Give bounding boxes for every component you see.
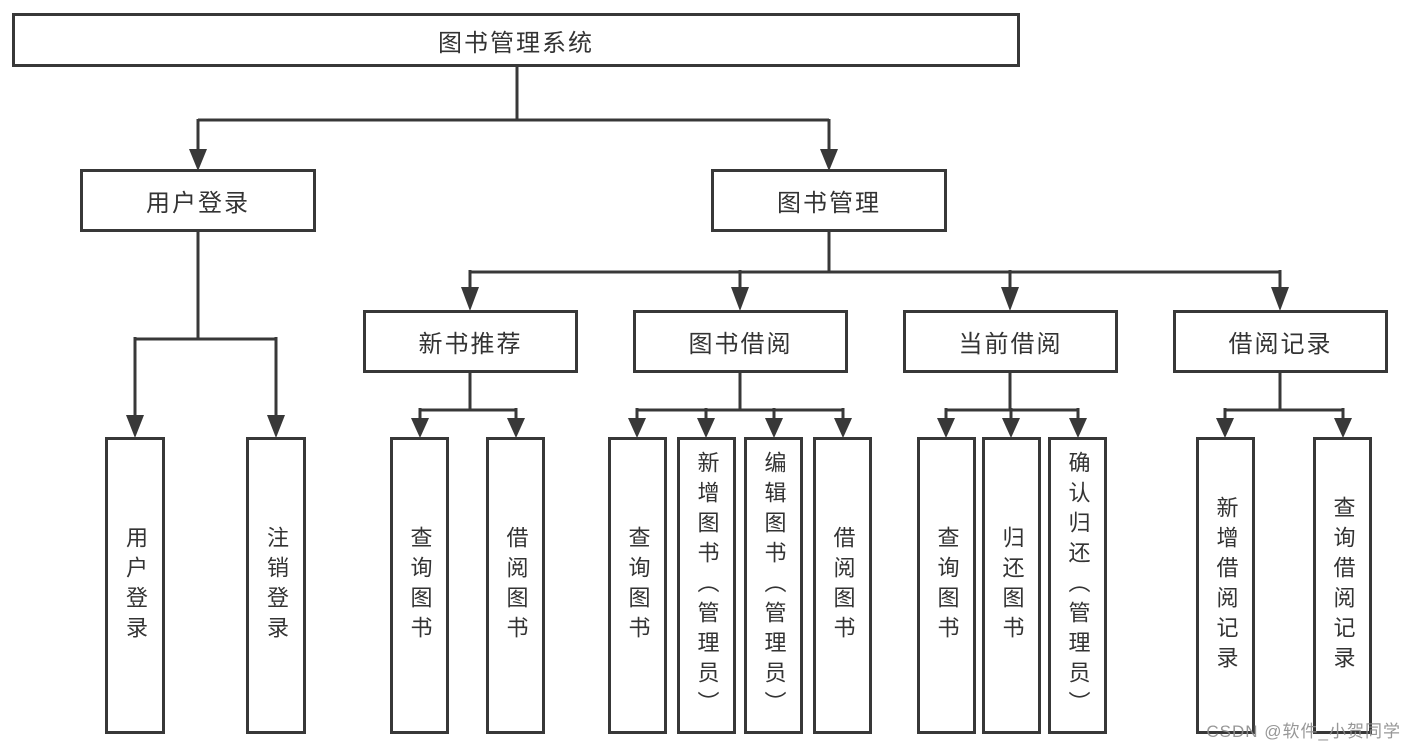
node-label: 编辑图书（管理员） [761, 450, 787, 721]
node-book-management: 图书管理 [711, 169, 947, 232]
node-label: 查询图书 [625, 525, 651, 646]
node-current-borrowing: 当前借阅 [903, 310, 1118, 373]
node-book-borrowing: 图书借阅 [633, 310, 848, 373]
watermark: CSDN @软件_小贺同学 [1206, 722, 1401, 741]
node-label: 查询图书 [407, 525, 433, 646]
node-label: 图书借阅 [688, 331, 793, 358]
node-label: 图书管理 [777, 190, 881, 217]
node-leaf-borrow-books-2: 借阅图书 [813, 437, 872, 734]
node-label: 借阅图书 [503, 525, 529, 646]
node-label: 用户登录 [123, 525, 148, 646]
node-leaf-user-login: 用户登录 [105, 437, 165, 734]
node-label: 查询图书 [934, 525, 960, 646]
node-label: 确认归还（管理员） [1065, 450, 1091, 721]
node-leaf-borrow-books-1: 借阅图书 [486, 437, 545, 734]
node-label: 查询借阅记录 [1330, 495, 1356, 676]
node-label: 新增图书（管理员） [694, 450, 720, 721]
node-library-management-system: 图书管理系统 [12, 13, 1020, 67]
node-leaf-query-borrow-record: 查询借阅记录 [1313, 437, 1372, 734]
node-user-login: 用户登录 [80, 169, 316, 232]
node-leaf-add-books-admin: 新增图书（管理员） [677, 437, 736, 734]
node-label: 注销登录 [264, 525, 289, 646]
node-label: 借阅记录 [1228, 331, 1333, 358]
node-leaf-edit-books-admin: 编辑图书（管理员） [744, 437, 803, 734]
node-new-book-recommend: 新书推荐 [363, 310, 578, 373]
node-label: 图书管理系统 [438, 29, 594, 57]
node-leaf-query-books-1: 查询图书 [390, 437, 449, 734]
node-label: 借阅图书 [830, 525, 856, 646]
node-leaf-return-books: 归还图书 [982, 437, 1041, 734]
node-leaf-logout: 注销登录 [246, 437, 306, 734]
node-borrowing-records: 借阅记录 [1173, 310, 1388, 373]
node-label: 归还图书 [999, 525, 1025, 646]
node-label: 当前借阅 [958, 331, 1063, 358]
node-leaf-confirm-return-admin: 确认归还（管理员） [1048, 437, 1107, 734]
node-leaf-query-books-3: 查询图书 [917, 437, 976, 734]
node-label: 用户登录 [146, 190, 250, 217]
node-label: 新书推荐 [418, 331, 523, 358]
node-label: 新增借阅记录 [1213, 495, 1239, 676]
node-leaf-add-borrow-record: 新增借阅记录 [1196, 437, 1255, 734]
node-leaf-query-books-2: 查询图书 [608, 437, 667, 734]
